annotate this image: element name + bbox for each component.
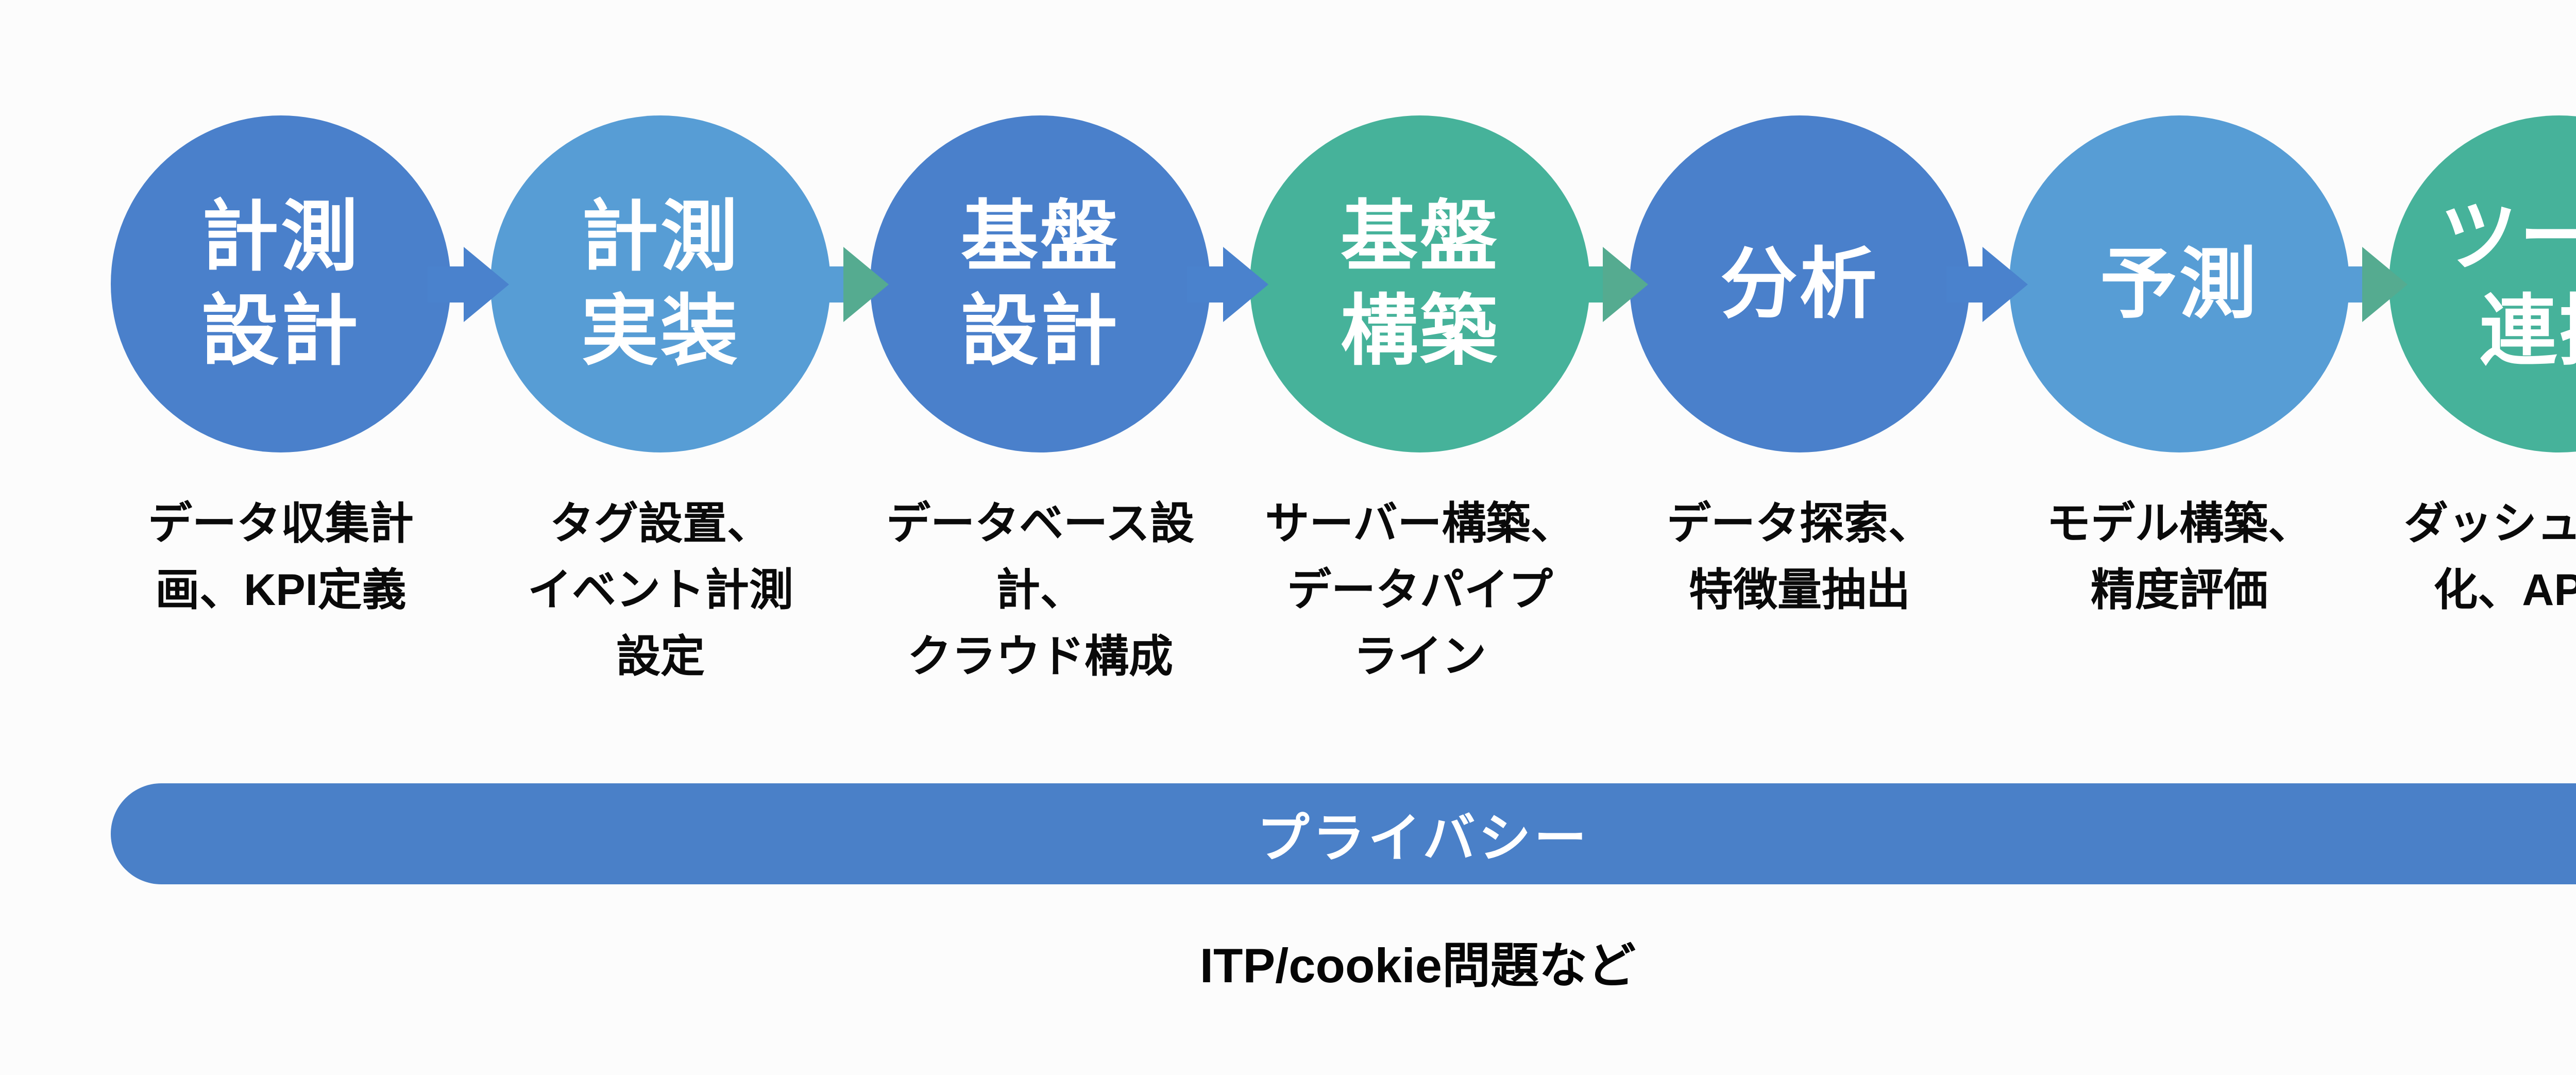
arrow-head	[1982, 247, 2028, 322]
arrow-head	[843, 247, 889, 322]
step-description: データベース設 計、 クラウド構成	[886, 499, 1194, 681]
step-description: ダッシュボード 化、API連携	[2404, 499, 2576, 615]
flow-arrow-icon	[1567, 247, 1648, 322]
arrow-stem	[1567, 266, 1605, 303]
arrow-stem	[428, 266, 466, 303]
step-label: 計測 実装	[581, 193, 740, 374]
arrow-head	[1223, 247, 1268, 322]
arrow-head	[1603, 247, 1648, 322]
arrow-head	[464, 247, 509, 322]
arrow-stem	[2326, 266, 2364, 303]
step-description: データ収集計 画、KPI定義	[148, 499, 414, 615]
privacy-bar: プライバシー	[111, 783, 2576, 884]
flow-arrow-icon	[1946, 247, 2028, 322]
step-label: 計測 設計	[201, 193, 360, 374]
step-circle-prediction: 予測	[2009, 115, 2349, 452]
flow-arrow-icon	[1187, 247, 1268, 322]
step-circle-platform-design: 基盤 設計	[870, 115, 1210, 452]
arrow-stem	[807, 266, 845, 303]
step-circle-tool-integration: ツール 連携	[2389, 115, 2576, 452]
arrow-head	[2362, 247, 2408, 322]
step-description: モデル構築、 精度評価	[2046, 499, 2312, 615]
arrow-stem	[1946, 266, 1985, 303]
step-circle-measurement-design: 計測 設計	[111, 115, 451, 452]
step-label: ツール 連携	[2439, 193, 2576, 374]
step-circle-measurement-implementation: 計測 実装	[490, 115, 831, 452]
step-description: タグ設置、 イベント計測 設定	[528, 499, 793, 681]
step-description: サーバー構築、 データパイプ ライン	[1265, 499, 1575, 681]
flow-arrow-icon	[428, 247, 509, 322]
step-description: データ探索、 特徴量抽出	[1667, 499, 1933, 615]
privacy-note: ITP/cookie問題など	[1199, 938, 1636, 993]
step-label: 予測	[2099, 240, 2259, 327]
flow-arrow-icon	[2326, 247, 2408, 322]
step-label: 分析	[1720, 240, 1879, 327]
privacy-label: プライバシー	[1257, 809, 1590, 868]
step-label: 基盤 構築	[1340, 193, 1499, 374]
step-circle-analysis: 分析	[1630, 115, 1970, 452]
step-label: 基盤 設計	[960, 193, 1120, 374]
flow-arrow-icon	[807, 247, 889, 322]
arrow-stem	[1187, 266, 1225, 303]
step-circle-platform-build: 基盤 構築	[1250, 115, 1590, 452]
